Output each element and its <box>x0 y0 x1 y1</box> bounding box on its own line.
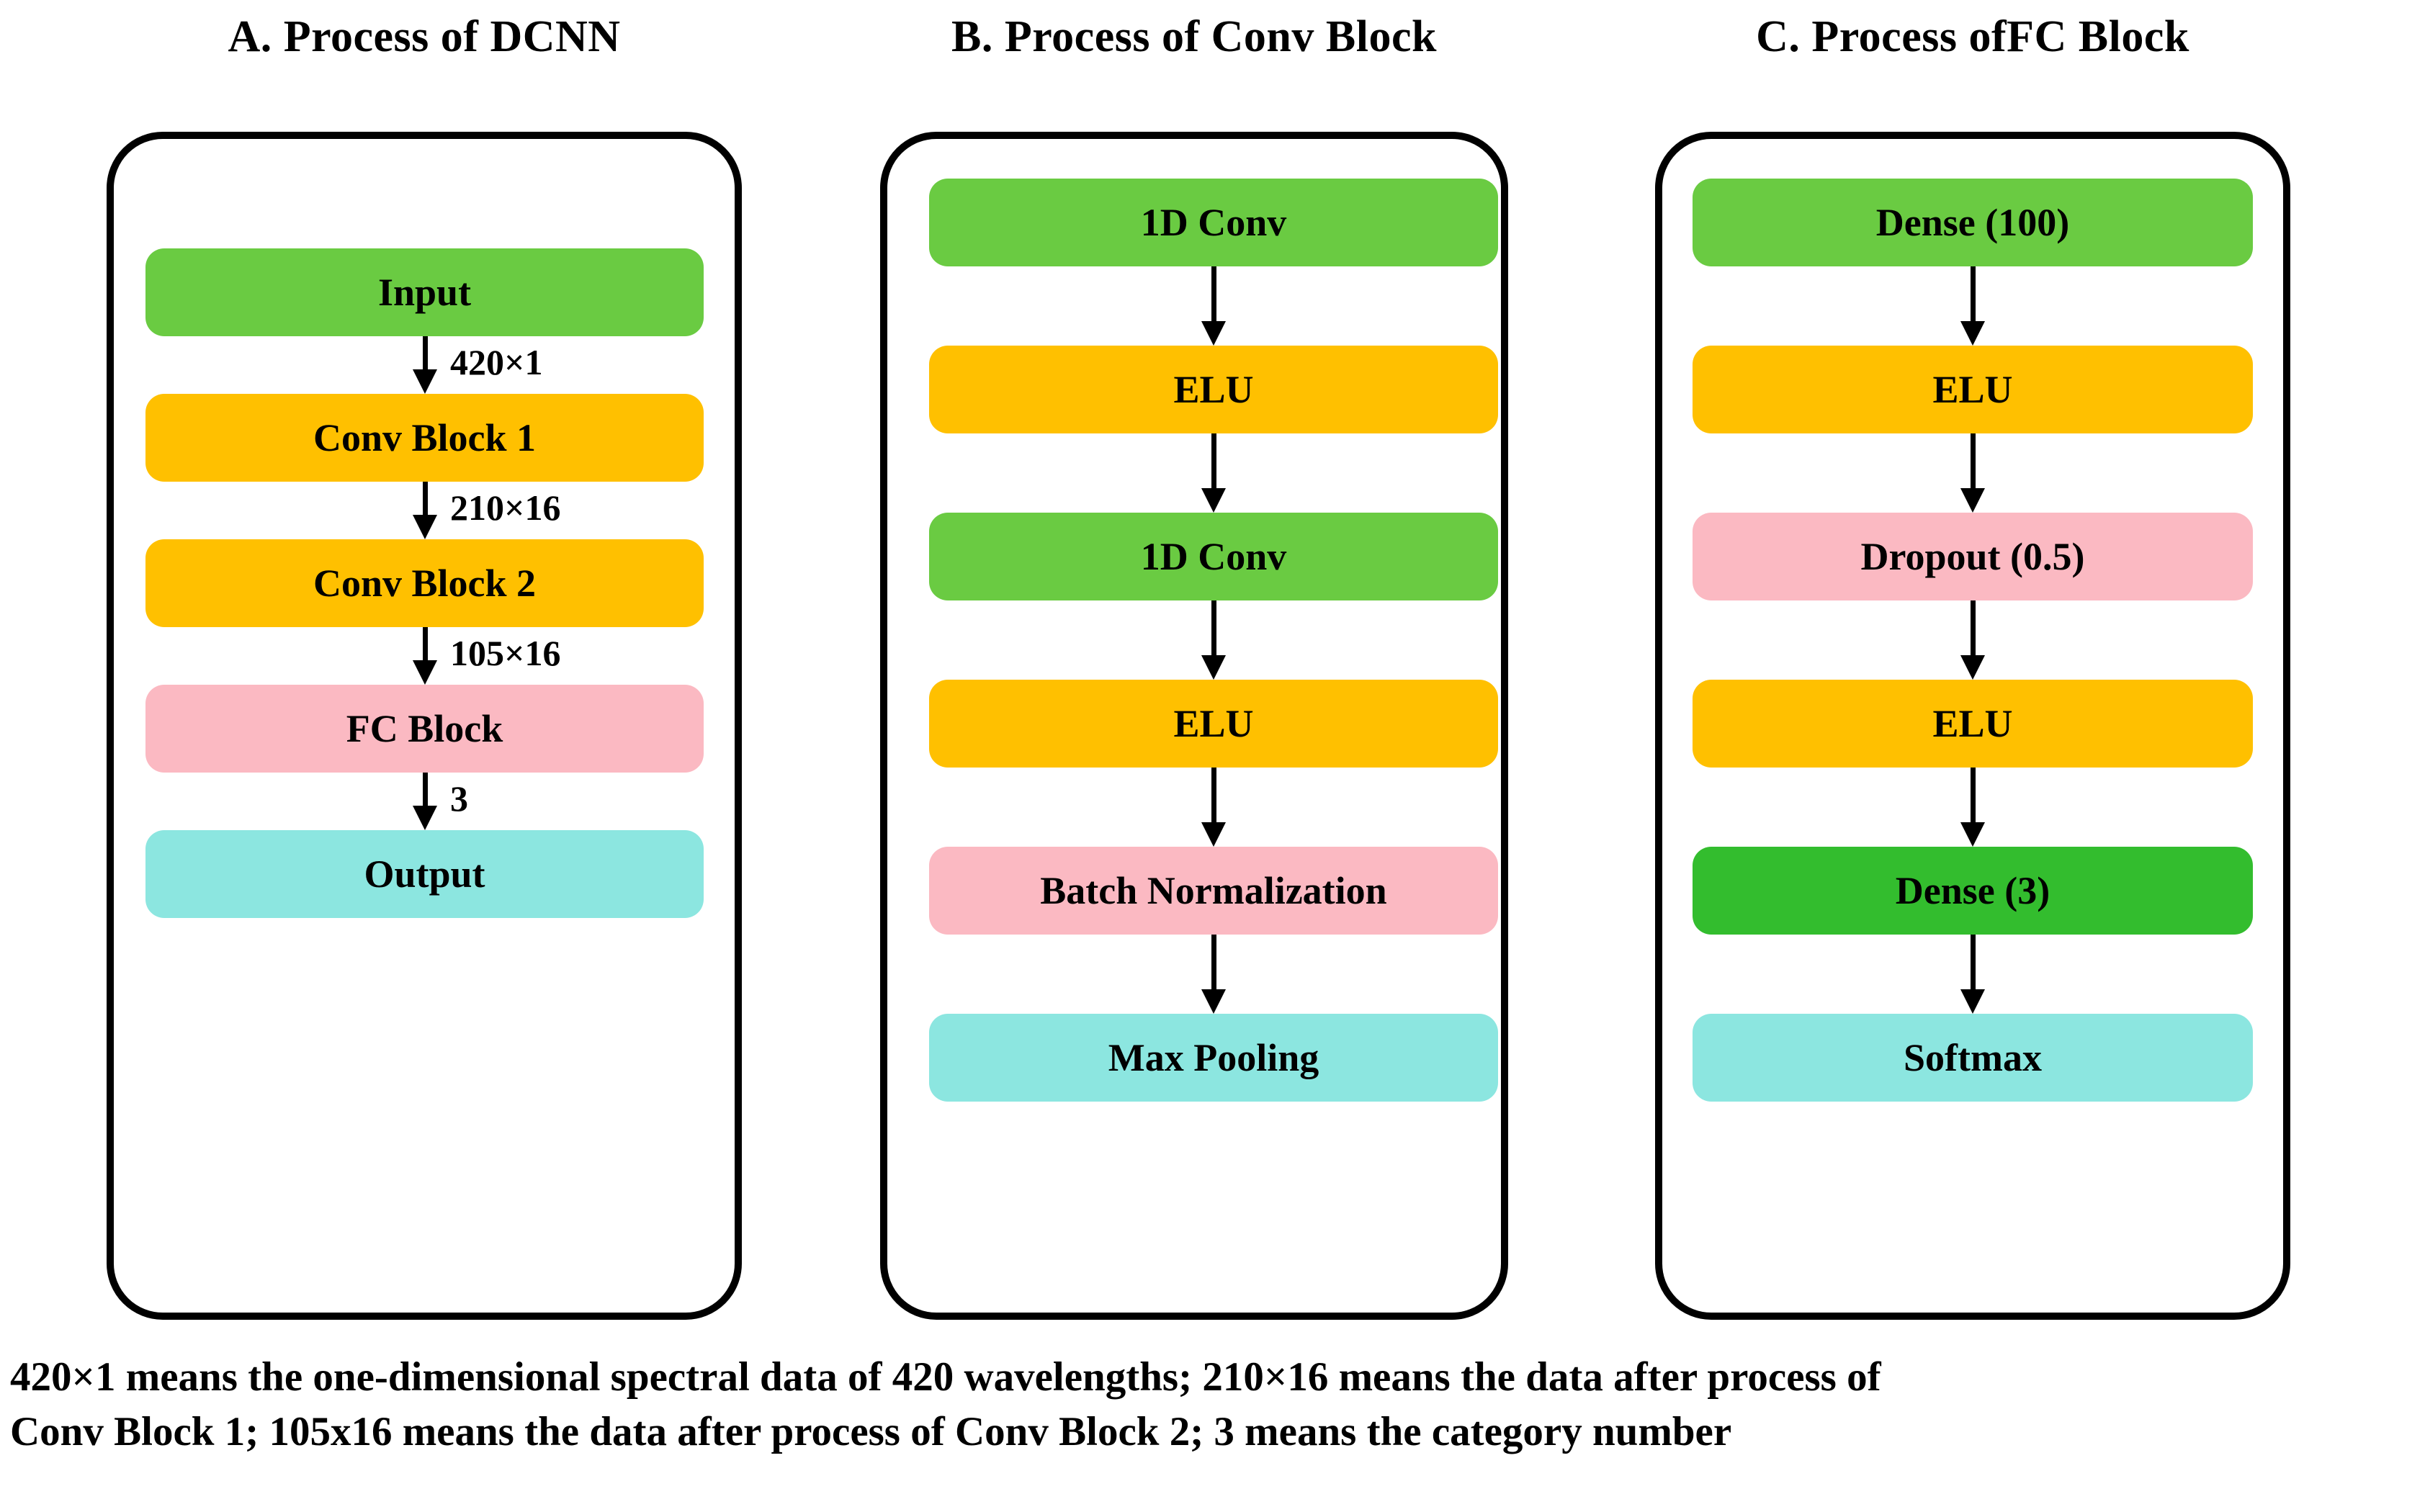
node-a-conv-block-2[interactable]: Conv Block 2 <box>145 539 704 627</box>
node-c-dense-100[interactable]: Dense (100) <box>1693 179 2253 266</box>
node-b-elu-2[interactable]: ELU <box>929 680 1498 768</box>
node-b-1d-conv-1[interactable]: 1D Conv <box>929 179 1498 266</box>
node-a-fc-block[interactable]: FC Block <box>145 685 704 773</box>
edge-label-a-2: 210×16 <box>450 487 561 528</box>
node-b-max-pooling[interactable]: Max Pooling <box>929 1014 1498 1102</box>
panel-c-title: C. Process ofFC Block <box>1756 12 2189 61</box>
edge-label-a-3: 105×16 <box>450 633 561 673</box>
node-b-elu-1[interactable]: ELU <box>929 346 1498 433</box>
node-b-1d-conv-2[interactable]: 1D Conv <box>929 513 1498 600</box>
figure-caption: 420×1 means the one-dimensional spectral… <box>10 1350 2416 1459</box>
node-c-elu-1[interactable]: ELU <box>1693 346 2253 433</box>
node-c-elu-2[interactable]: ELU <box>1693 680 2253 768</box>
panel-a-title: A. Process of DCNN <box>228 12 621 61</box>
node-a-input[interactable]: Input <box>145 248 704 336</box>
edge-label-a-1: 420×1 <box>450 342 543 382</box>
node-c-softmax[interactable]: Softmax <box>1693 1014 2253 1102</box>
node-c-dropout[interactable]: Dropout (0.5) <box>1693 513 2253 600</box>
panel-b-title: B. Process of Conv Block <box>951 12 1437 61</box>
node-a-output[interactable]: Output <box>145 830 704 918</box>
node-c-dense-3[interactable]: Dense (3) <box>1693 847 2253 935</box>
caption-line-1: 420×1 means the one-dimensional spectral… <box>10 1354 1881 1400</box>
edge-label-a-4: 3 <box>450 778 468 819</box>
caption-line-2: Conv Block 1; 105x16 means the data afte… <box>10 1408 1732 1454</box>
node-a-conv-block-1[interactable]: Conv Block 1 <box>145 394 704 482</box>
node-b-batch-normalization[interactable]: Batch Normalization <box>929 847 1498 935</box>
